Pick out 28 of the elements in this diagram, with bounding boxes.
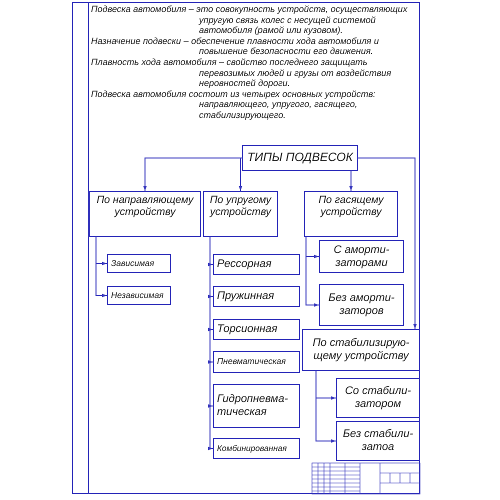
category-box: По направляющему устройству <box>89 191 201 237</box>
arrow <box>96 236 108 298</box>
arrow <box>238 158 242 192</box>
category-box: Гидропневма- тическая <box>213 384 300 428</box>
category-box: Комбинированная <box>213 438 300 459</box>
category-box: Без аморти- заторов <box>319 284 404 326</box>
category-box: По упругому устройству <box>203 191 278 237</box>
category-box: Зависимая <box>107 254 171 273</box>
category-box: Без стабили- затоа <box>336 421 420 461</box>
category-box: Торсионная <box>213 319 300 340</box>
arrow <box>349 170 353 192</box>
arrow <box>306 236 320 307</box>
definition-text: Подвеска автомобиля – это совокупность устройств, осуществляющих упругую связь колес с несущей системой автомобиля (рамой или кузовом). <box>91 4 408 36</box>
arrow <box>143 158 242 192</box>
category-box: Рессорная <box>213 254 300 275</box>
heading-box: ТИПЫ ПОДВЕСОК <box>242 145 358 171</box>
category-box: Независимая <box>107 286 171 305</box>
arrow <box>316 370 336 443</box>
category-box: С аморти- заторами <box>319 240 404 273</box>
category-box: По стабилизирую- щему устройству <box>302 329 420 371</box>
definition-text: Назначение подвески – обеспечение плавности хода автомобиля и повышение безопасности его движения. <box>91 36 380 57</box>
category-box: По гасящему устройству <box>304 191 398 237</box>
category-box: Со стабили- затором <box>336 378 420 418</box>
definition-text: Плавность хода автомобиля – свойство последнего защищать перевозимых людей и грузы от воздействия неровностей дороги. <box>91 56 392 89</box>
category-box: Пружинная <box>213 286 300 307</box>
definition-text: Подвеска автомобиля состоит из четырех основных устройств: направляющего, упругого, гасящего, стабилизирующего. <box>91 88 377 121</box>
category-box: Пневматическая <box>213 351 300 373</box>
arrow <box>358 158 417 330</box>
